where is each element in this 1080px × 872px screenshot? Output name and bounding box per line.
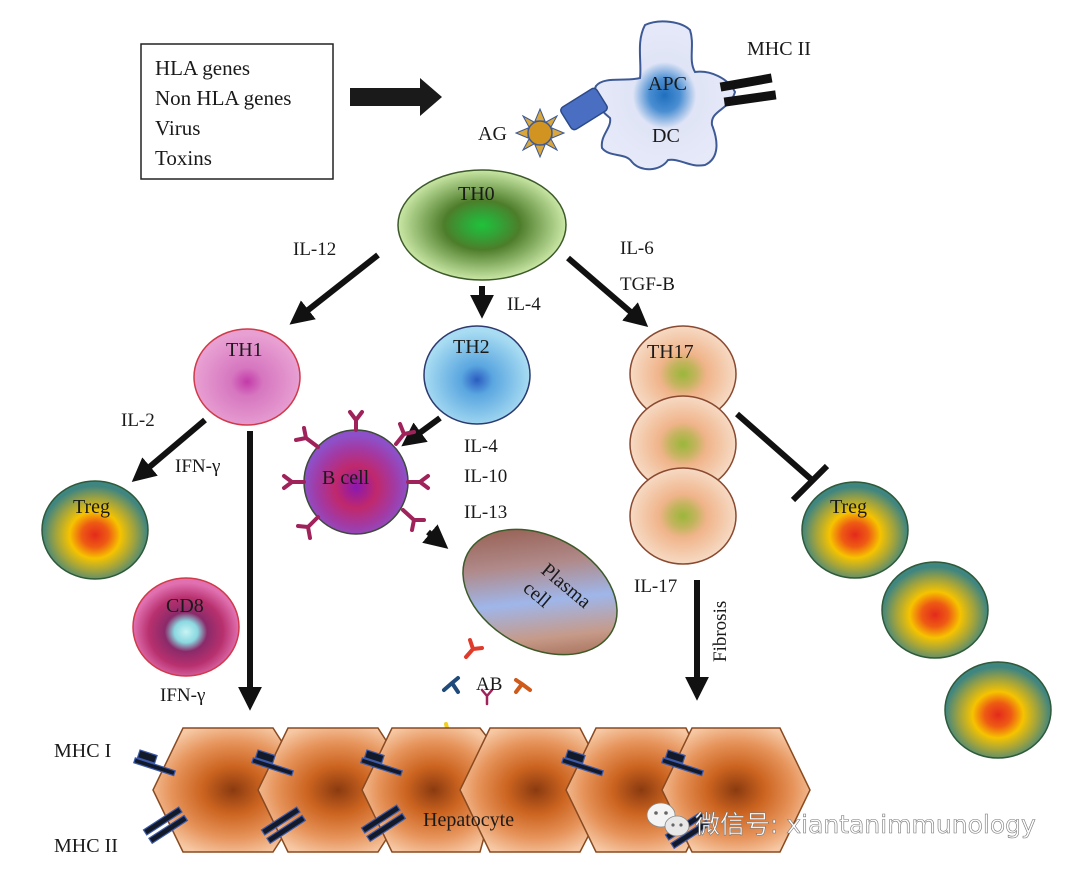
th2-label: TH2 bbox=[453, 336, 490, 358]
mhc-ii-bar-icon bbox=[719, 73, 773, 92]
arrow-th2-to-bcell bbox=[401, 415, 442, 447]
ifng-label-upper: IFN-γ bbox=[175, 456, 220, 477]
mhc-ii-markers bbox=[142, 804, 711, 850]
th17-label: TH17 bbox=[647, 341, 694, 363]
mhc-ii-label: MHC II bbox=[54, 835, 118, 857]
bcell-antibody-icons bbox=[282, 410, 430, 540]
il10-label: IL-10 bbox=[464, 466, 507, 487]
fibrosis-label: Fibrosis bbox=[710, 601, 731, 662]
trigger-toxins: Toxins bbox=[155, 146, 212, 170]
watermark-text: 微信号: xiantanimmunology bbox=[695, 810, 1036, 839]
cd8-label: CD8 bbox=[166, 595, 204, 617]
mhc-ii-icon bbox=[142, 806, 189, 845]
treg-cell-left: Treg bbox=[41, 480, 149, 580]
il2-label: IL-2 bbox=[121, 410, 155, 431]
antibody-red-icon bbox=[464, 638, 484, 659]
arrow-th0-to-th17 bbox=[566, 255, 649, 328]
treg-cell bbox=[801, 481, 909, 579]
antigen-label: AG bbox=[478, 123, 507, 145]
antibody-label: AB bbox=[476, 674, 502, 695]
treg-cells-right: Treg bbox=[801, 481, 1052, 759]
mhc-ii-icon bbox=[260, 806, 307, 845]
trigger-virus: Virus bbox=[155, 116, 200, 140]
bcell-label: B cell bbox=[322, 467, 370, 489]
il12-label: IL-12 bbox=[293, 239, 336, 260]
b-cell: B cell bbox=[282, 410, 430, 540]
il4-label: IL-4 bbox=[464, 436, 498, 457]
arrow-bcell-to-plasma bbox=[422, 524, 449, 549]
mhc-i-markers bbox=[133, 749, 705, 777]
trigger-hla-genes: HLA genes bbox=[155, 56, 250, 80]
plasma-cell: Plasma cell bbox=[462, 528, 618, 656]
antibody-orange-icon bbox=[514, 678, 532, 694]
antibody-blue-icon bbox=[442, 676, 460, 694]
apc-label: APC bbox=[648, 73, 687, 95]
mhc-i-icon bbox=[360, 749, 404, 777]
antigen-icon: AG bbox=[478, 107, 566, 159]
tgfb-label: TGF-B bbox=[620, 274, 675, 295]
th1-label: TH1 bbox=[226, 339, 263, 361]
ifng-label-lower: IFN-γ bbox=[160, 685, 205, 706]
treg-right-label: Treg bbox=[830, 496, 867, 518]
il4-top-label: IL-4 bbox=[507, 294, 541, 315]
mhc-i-icon bbox=[251, 749, 295, 777]
hepatocyte-label: Hepatocyte bbox=[423, 809, 514, 831]
treg-cell bbox=[881, 561, 989, 659]
mhc-ii-bar-icon bbox=[723, 90, 777, 107]
treg-left-label: Treg bbox=[73, 496, 110, 518]
apc-dendritic-cell: APC DC MHC II bbox=[560, 20, 811, 171]
th1-cell: TH1 bbox=[193, 328, 301, 426]
il6-label: IL-6 bbox=[620, 238, 654, 259]
arrow-th1-to-treg bbox=[131, 417, 207, 482]
antibody-magenta-icon bbox=[480, 688, 494, 706]
treg-cell bbox=[944, 661, 1052, 759]
trigger-box: HLA genes Non HLA genes Virus Toxins bbox=[140, 43, 334, 180]
mhc-ii-icon bbox=[360, 804, 407, 843]
mhc-i-label: MHC I bbox=[54, 740, 111, 762]
dc-label: DC bbox=[652, 125, 680, 147]
th2-cell: TH2 bbox=[423, 325, 531, 425]
th0-label: TH0 bbox=[458, 183, 495, 205]
th0-cell: TH0 bbox=[397, 169, 567, 281]
th17-cell bbox=[629, 467, 737, 565]
mhc-i-icon bbox=[561, 749, 605, 777]
mhc-ii-top-label: MHC II bbox=[747, 38, 811, 60]
antibodies: AB bbox=[440, 638, 532, 739]
cd8-cell: CD8 bbox=[132, 577, 240, 677]
watermark: 微信号: xiantanimmunology bbox=[646, 802, 1036, 839]
trigger-non-hla-genes: Non HLA genes bbox=[155, 86, 291, 110]
il17-label: IL-17 bbox=[634, 576, 677, 597]
arrow-th0-to-th1 bbox=[289, 252, 380, 325]
th17-cell-stack: TH17 bbox=[629, 325, 737, 565]
il13-label: IL-13 bbox=[464, 502, 507, 523]
wechat-icon bbox=[646, 802, 690, 837]
mhc-i-icon bbox=[133, 749, 177, 777]
tcr-receptor bbox=[560, 87, 608, 131]
trigger-arrow bbox=[350, 78, 442, 116]
mhc-i-icon bbox=[661, 749, 705, 777]
inhibition-th17-treg bbox=[735, 411, 830, 503]
